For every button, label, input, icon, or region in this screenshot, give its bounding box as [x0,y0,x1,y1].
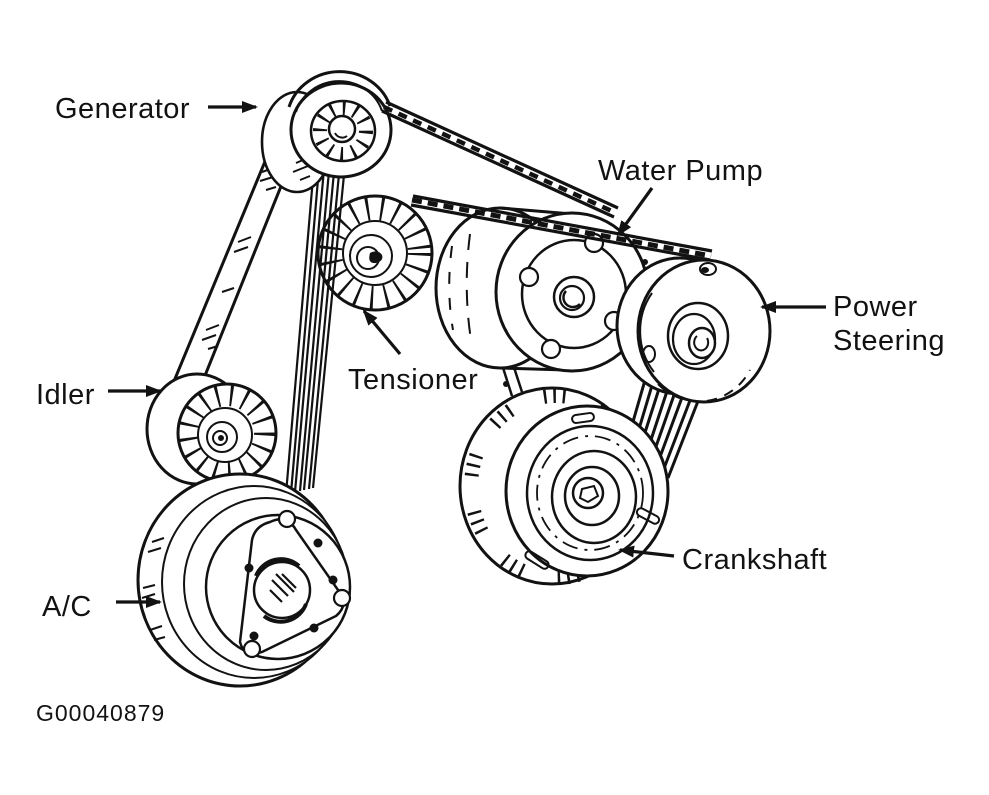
power-steering-label-line2: Steering [833,325,945,357]
generator-label: Generator [55,93,190,125]
figure-id: G00040879 [36,700,165,726]
tensioner-leader-arrow [362,309,402,356]
water-pump-label: Water Pump [598,155,763,187]
idler-label: Idler [36,379,95,411]
crankshaft-label: Crankshaft [682,544,827,576]
belt-top-bands [381,100,713,262]
water-pump-leader-arrow [616,187,654,237]
ac-label: A/C [42,591,92,623]
crankshaft-pulley [458,386,670,586]
belt-ps-crank-strand [628,355,702,479]
power-steering-label-line1: Power [833,291,918,323]
power-steering-pulley [615,256,772,404]
idler-pulley [145,372,278,486]
ac-pulley [136,472,352,688]
generator-pulley [260,70,393,194]
label-arrows [108,101,826,608]
tensioner-label: Tensioner [348,364,478,396]
belt-ribbed-strand [284,165,346,495]
crankshaft-leader-arrow [618,545,675,558]
